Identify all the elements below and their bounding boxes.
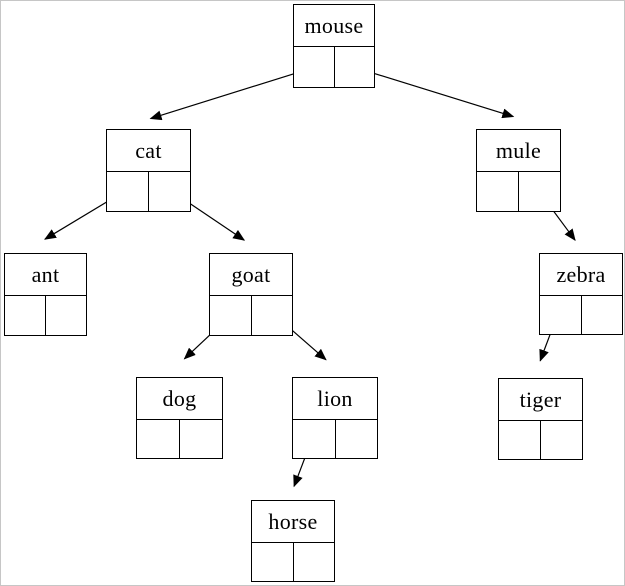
tree-node-goat: goat [209,253,293,336]
node-label: ant [31,261,60,287]
pointer-cells [477,171,560,211]
left-pointer-cell [210,296,252,335]
pointer-cells [137,419,222,458]
right-pointer-cell [46,296,86,335]
tree-node-zebra: zebra [539,253,623,335]
node-label: lion [317,385,353,411]
tree-node-horse: horse [251,500,335,582]
tree-node-lion: lion [292,377,378,459]
left-pointer-cell [294,47,335,87]
left-pointer-cell [499,421,541,459]
left-pointer-cell [5,296,46,335]
pointer-cells [252,542,334,581]
pointer-cells [294,46,374,87]
node-label: cat [135,137,162,163]
left-pointer-cell [477,172,519,211]
pointer-cells [107,171,190,211]
right-pointer-cell [336,420,378,458]
tree-node-tiger: tiger [498,378,583,460]
node-label: mouse [304,12,364,38]
pointer-cells [293,419,377,458]
tree-node-cat: cat [106,129,191,212]
right-pointer-cell [335,47,375,87]
right-pointer-cell [582,296,623,334]
edge-mouse-left-cat [149,67,314,121]
edge-mouse-right-mule [352,66,515,119]
node-label: horse [268,508,318,534]
right-pointer-cell [519,172,560,211]
node-label: mule [495,137,542,163]
left-pointer-cell [540,296,582,334]
left-pointer-cell [293,420,336,458]
tree-node-mouse: mouse [293,4,375,88]
tree-node-mule: mule [476,129,561,212]
right-pointer-cell [541,421,582,459]
left-pointer-cell [107,172,149,211]
right-pointer-cell [294,543,335,581]
right-pointer-cell [180,420,222,458]
pointer-cells [210,295,292,335]
tree-node-dog: dog [136,377,223,459]
node-label: zebra [556,261,606,287]
right-pointer-cell [149,172,190,211]
right-pointer-cell [252,296,293,335]
node-label: tiger [519,386,562,412]
node-label: goat [231,261,271,287]
left-pointer-cell [137,420,180,458]
pointer-cells [540,295,622,334]
pointer-cells [499,420,582,459]
node-label: dog [162,385,197,411]
tree-node-ant: ant [4,253,87,336]
left-pointer-cell [252,543,294,581]
pointer-cells [5,295,86,335]
